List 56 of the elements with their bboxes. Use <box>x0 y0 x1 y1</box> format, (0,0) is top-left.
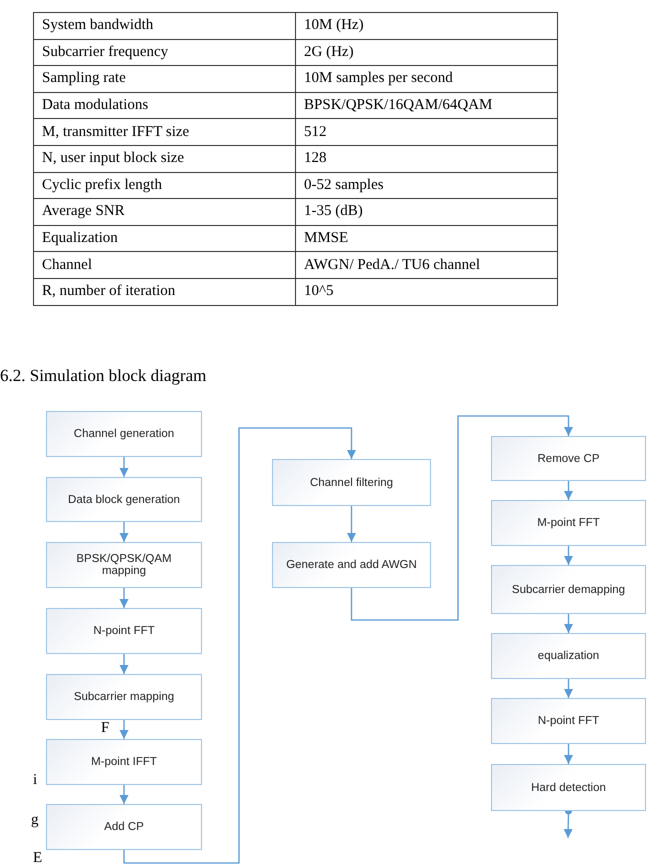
table-cell: MMSE <box>296 225 558 252</box>
table-cell: BPSK/QPSK/16QAM/64QAM <box>296 92 558 119</box>
arrow <box>120 522 128 542</box>
arrow <box>564 481 573 500</box>
process-box: Subcarrier mapping <box>46 674 202 720</box>
table-cell: N, user input block size <box>34 145 296 172</box>
arrow <box>564 546 573 565</box>
process-box: equalization <box>491 633 646 679</box>
table-cell: 10M (Hz) <box>296 12 558 40</box>
table-cell: Average SNR <box>34 198 296 226</box>
stray-letter: E <box>33 851 42 866</box>
table-cell: Sampling rate <box>34 66 296 92</box>
arrow <box>350 415 573 621</box>
arrow <box>347 506 356 542</box>
arrow <box>120 654 128 674</box>
process-box: M-point IFFT <box>46 739 202 785</box>
arrow <box>123 427 356 864</box>
table-cell: 1-35 (dB) <box>296 198 558 226</box>
process-box: Hard detection <box>491 764 646 811</box>
arrow <box>564 744 573 764</box>
table-cell: System bandwidth <box>34 12 296 40</box>
table-cell: Subcarrier frequency <box>34 39 296 66</box>
table-cell: R, number of iteration <box>34 278 296 306</box>
process-box: Channel filtering <box>272 459 431 506</box>
table-cell: 512 <box>296 118 558 146</box>
arrow <box>120 588 128 608</box>
process-box: Channel generation <box>46 411 202 457</box>
table-cell: AWGN/ PedA./ TU6 channel <box>296 252 558 278</box>
process-box: Subcarrier demapping <box>491 565 646 614</box>
table-cell: 128 <box>296 145 558 172</box>
stray-letter: i <box>33 773 38 788</box>
process-box: N-point FFT <box>491 698 646 744</box>
table-cell: Cyclic prefix length <box>34 172 296 199</box>
process-box: Add CP <box>46 804 202 850</box>
stray-letter: g <box>31 813 38 828</box>
process-box: Remove CP <box>491 436 646 481</box>
table-cell: 10M samples per second <box>296 66 558 92</box>
table-cell: 0-52 samples <box>296 172 558 199</box>
process-box: N-point FFT <box>46 608 202 654</box>
arrow <box>564 679 573 698</box>
stray-letter: F <box>101 721 110 736</box>
process-box: Data block generation <box>46 477 202 522</box>
arrow <box>120 785 128 804</box>
table-cell: 2G (Hz) <box>296 39 558 66</box>
table-cell: Data modulations <box>34 92 296 119</box>
process-box: M-point FFT <box>491 500 646 546</box>
section-heading: 6.2. Simulation block diagram <box>0 366 206 386</box>
process-box: Generate and add AWGN <box>272 542 431 588</box>
table-cell: Equalization <box>34 225 296 252</box>
table-cell: Channel <box>34 252 296 278</box>
table-cell: M, transmitter IFFT size <box>34 118 296 146</box>
process-box: BPSK/QPSK/QAM mapping <box>46 542 202 588</box>
arrow <box>120 457 128 477</box>
arrow <box>120 720 128 739</box>
arrow <box>564 614 573 633</box>
table-cell: 10^5 <box>296 278 558 306</box>
